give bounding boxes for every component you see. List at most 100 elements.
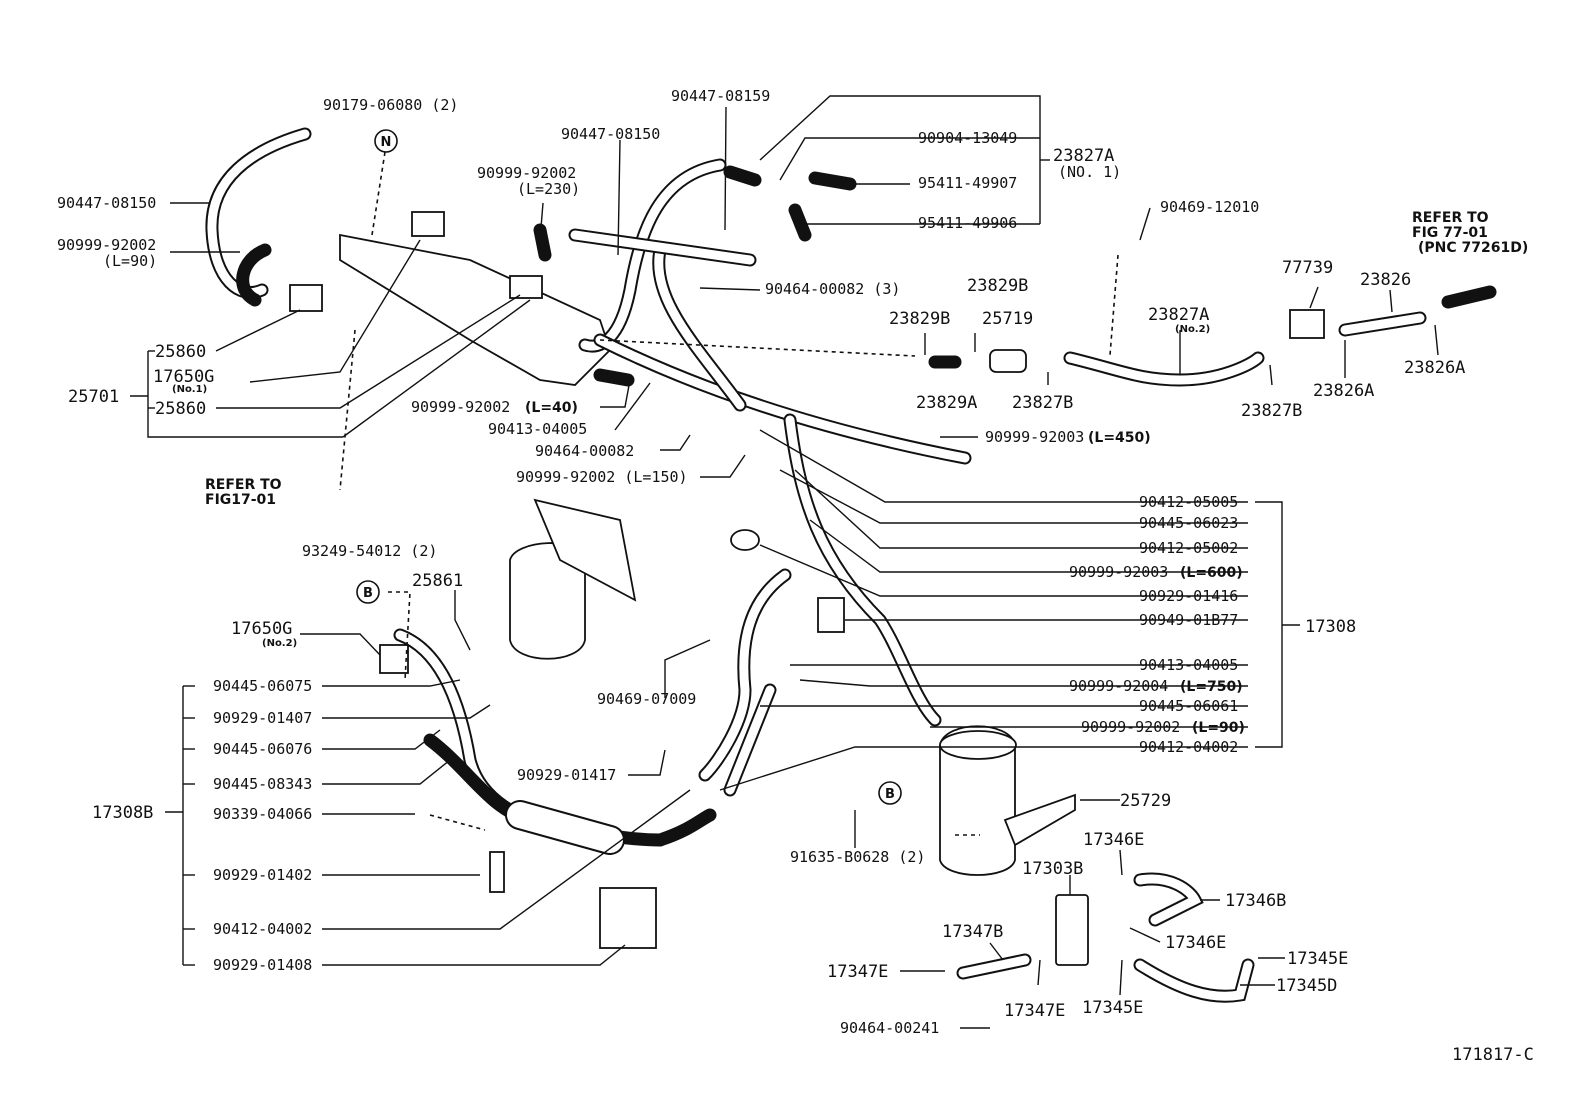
- marker-b-left: B: [356, 580, 380, 604]
- label-91635-b0628: 91635-B0628 (2): [790, 848, 925, 866]
- label-90999-92003-l450: 90999-92003: [985, 428, 1084, 446]
- label-no1: (NO. 1): [1058, 163, 1121, 181]
- label-95411-49906: 95411-49906: [918, 214, 1017, 232]
- label-17345e-a: 17345E: [1287, 949, 1348, 969]
- label-90999-92002-l40: 90999-92002: [411, 398, 510, 416]
- label-90447-08150-left: 90447-08150: [57, 194, 156, 212]
- marker-b-right: B: [878, 781, 902, 805]
- label-17308b: 17308B: [92, 803, 153, 823]
- label-90999-92004: 90999-92004: [1069, 677, 1168, 695]
- label-90339-04066: 90339-04066: [213, 805, 312, 823]
- svg-text:B: B: [885, 787, 895, 802]
- label-l750: (L=750): [1180, 679, 1243, 695]
- label-90999-92002-l150: 90999-92002 (L=150): [516, 468, 688, 486]
- label-17303b: 17303B: [1022, 859, 1083, 879]
- label-90179-06080: 90179-06080 (2): [323, 96, 458, 114]
- label-17308: 17308: [1305, 617, 1356, 637]
- label-77739: 77739: [1282, 258, 1333, 278]
- label-25860-b: 25860: [155, 399, 206, 419]
- label-90413-04005-b: 90413-04005: [1139, 656, 1238, 674]
- label-23826: 23826: [1360, 270, 1411, 290]
- label-90929-01417: 90929-01417: [517, 766, 616, 784]
- label-refer-77-3: (PNC 77261D): [1418, 240, 1528, 256]
- label-25861: 25861: [412, 571, 463, 591]
- label-l90a: (L=90): [103, 252, 157, 270]
- label-23827b-a: 23827B: [1012, 393, 1073, 413]
- label-90412-05002: 90412-05002: [1139, 539, 1238, 557]
- label-90929-01402: 90929-01402: [213, 866, 312, 884]
- label-90447-08150-top: 90447-08150: [561, 125, 660, 143]
- label-23826a-a: 23826A: [1313, 381, 1374, 401]
- label-23827a-no1: 23827A: [1053, 146, 1114, 166]
- label-17347e-b: 17347E: [1004, 1001, 1065, 1021]
- label-90999-92003-l600: 90999-92003: [1069, 563, 1168, 581]
- label-90469-07009: 90469-07009: [597, 690, 696, 708]
- label-90949-01b77: 90949-01B77: [1139, 611, 1238, 629]
- label-90413-04005-a: 90413-04005: [488, 420, 587, 438]
- label-23826a-b: 23826A: [1404, 358, 1465, 378]
- label-25860-a: 25860: [155, 342, 206, 362]
- label-23827a-no2: 23827A: [1148, 305, 1209, 325]
- label-25729: 25729: [1120, 791, 1171, 811]
- label-17347e-a: 17347E: [827, 962, 888, 982]
- label-17345e-b: 17345E: [1082, 998, 1143, 1018]
- svg-text:N: N: [381, 135, 392, 150]
- hose-drawing: [205, 127, 1497, 1003]
- label-23827b-b: 23827B: [1241, 401, 1302, 421]
- label-17345d: 17345D: [1276, 976, 1337, 996]
- label-refer-77-1: REFER TO: [1412, 210, 1489, 226]
- label-90929-01416: 90929-01416: [1139, 587, 1238, 605]
- figure-id: 171817-C: [1452, 1045, 1534, 1065]
- label-refer-17-2: FIG17-01: [205, 492, 276, 508]
- marker-n: N: [374, 129, 398, 153]
- label-90999-92002-l230: 90999-92002: [477, 164, 576, 182]
- label-90412-04002-right: 90412-04002: [1139, 738, 1238, 756]
- label-l230: (L=230): [517, 180, 580, 198]
- callout-labels: 90179-06080 (2) 90447-08150 90447-08159 …: [57, 87, 1534, 1065]
- label-90412-04002-left: 90412-04002: [213, 920, 312, 938]
- label-23829b-b: 23829B: [967, 276, 1028, 296]
- label-90999-92002-l90b: 90999-92002: [1081, 718, 1180, 736]
- label-95411-49907: 95411-49907: [918, 174, 1017, 192]
- label-90464-00082: 90464-00082: [535, 442, 634, 460]
- label-no2-small: (No.2): [262, 638, 297, 649]
- label-l450: (L=450): [1088, 430, 1151, 446]
- label-90447-08159: 90447-08159: [671, 87, 770, 105]
- label-25719: 25719: [982, 309, 1033, 329]
- label-17346b: 17346B: [1225, 891, 1286, 911]
- label-l90b: (L=90): [1192, 720, 1245, 736]
- label-90929-01407: 90929-01407: [213, 709, 312, 727]
- label-17346e-a: 17346E: [1083, 830, 1144, 850]
- label-17346e-b: 17346E: [1165, 933, 1226, 953]
- label-90999-92002-l90a: 90999-92002: [57, 236, 156, 254]
- label-no1-small: (No.1): [172, 384, 207, 395]
- label-90445-08343: 90445-08343: [213, 775, 312, 793]
- dashed-refs: [339, 151, 1119, 836]
- label-no2: (No.2): [1175, 324, 1210, 335]
- label-17347b: 17347B: [942, 922, 1003, 942]
- label-90445-06061: 90445-06061: [1139, 697, 1238, 715]
- label-90445-06075: 90445-06075: [213, 677, 312, 695]
- label-90904-13049: 90904-13049: [918, 129, 1017, 147]
- label-23829b-a: 23829B: [889, 309, 950, 329]
- label-refer-17-1: REFER TO: [205, 477, 282, 493]
- label-25701: 25701: [68, 387, 119, 407]
- label-90469-12010: 90469-12010: [1160, 198, 1259, 216]
- label-90464-00241: 90464-00241: [840, 1019, 939, 1037]
- label-l600: (L=600): [1180, 565, 1243, 581]
- label-refer-77-2: FIG 77-01: [1412, 225, 1488, 241]
- leader-lines: [130, 95, 1439, 1029]
- label-90412-05005: 90412-05005: [1139, 493, 1238, 511]
- label-90445-06076: 90445-06076: [213, 740, 312, 758]
- label-17650g-1: 17650G: [153, 367, 214, 387]
- svg-text:B: B: [363, 586, 373, 601]
- label-93249-54012: 93249-54012 (2): [302, 542, 437, 560]
- label-90464-00082-3: 90464-00082 (3): [765, 280, 900, 298]
- label-l40: (L=40): [525, 400, 578, 416]
- label-17650g-2: 17650G: [231, 619, 292, 639]
- label-90445-06023: 90445-06023: [1139, 514, 1238, 532]
- label-90929-01408: 90929-01408: [213, 956, 312, 974]
- label-23829a: 23829A: [916, 393, 977, 413]
